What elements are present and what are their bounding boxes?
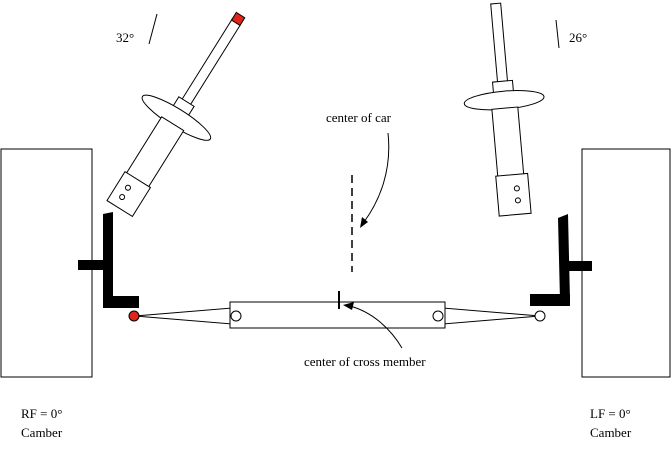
center-of-car-label: center of car [326,110,391,125]
cross-member-right-pivot [230,310,242,322]
right-ball-joint [128,310,140,322]
cross-member [229,301,446,329]
cross-member-left-pivot [432,310,444,322]
left-ball-joint [534,310,546,322]
left-strut-bracket [495,172,532,217]
right-strut [106,11,246,218]
left-bracket-bolt-1 [513,185,520,192]
center-of-cross-member-arrow [349,305,403,349]
right-angle-indicator [148,13,158,45]
left-shock-body [491,106,525,180]
center-of-cross-member-arrowhead [343,302,354,310]
left-strut [463,2,545,217]
right-lower-control-arm [134,307,233,325]
lf-camber-line1: LF = 0° [590,406,631,421]
rf-camber-line1: RF = 0° [21,406,63,421]
center-of-car-arrow [363,132,390,223]
right-shock-angle-label: 32° [116,30,135,45]
right-bracket-bolt-2 [119,194,126,201]
left-front-tire [581,148,671,378]
right-front-tire [0,148,93,378]
left-lower-control-arm [442,307,541,325]
rf-camber-line2: Camber [21,425,63,440]
left-angle-indicator [555,19,560,49]
center-of-car-arrowhead [360,217,368,228]
left-shock-angle-label: 26° [569,30,588,45]
lf-camber-line2: Camber [590,425,632,440]
center-of-cross-member-label: center of cross member [304,354,426,369]
right-spindle [78,212,139,308]
right-shock-top-marker [230,11,246,27]
right-bracket-bolt-1 [124,184,131,191]
left-spindle [530,214,592,306]
left-shock-shaft [490,2,509,85]
right-shock-shaft [178,18,242,111]
left-bracket-bolt-2 [514,197,521,204]
right-strut-bracket [106,171,152,218]
